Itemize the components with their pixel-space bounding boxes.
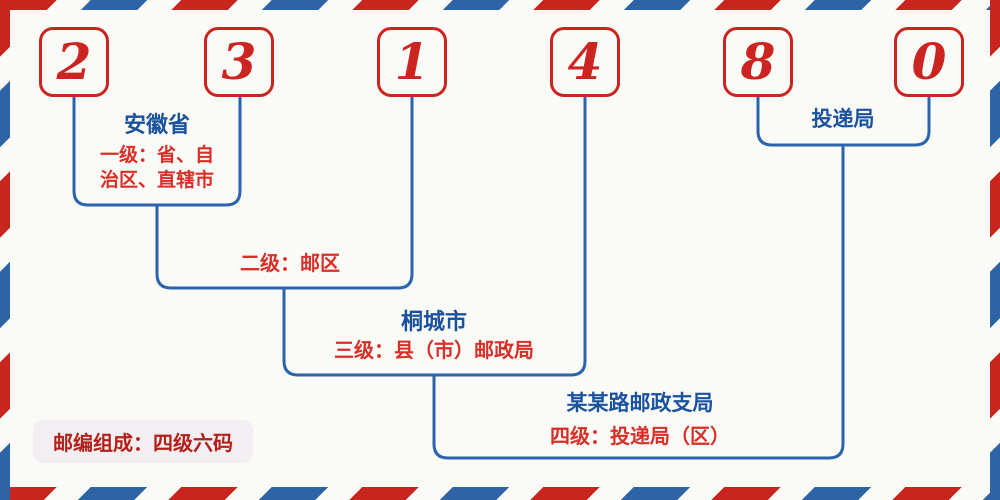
level1-description: 一级：省、自 治区、直辖市 [100,143,214,193]
level1-description-line1: 一级：省、自 [99,145,215,166]
digit-box-6: 0 [894,27,964,97]
bracket-level4 [432,145,845,460]
digit-box-4: 4 [550,27,620,97]
level1-description-line2: 治区、直辖市 [99,170,215,191]
airmail-border-top [0,0,1000,10]
digit-box-5: 8 [723,27,793,97]
digit-box-1: 2 [39,27,109,97]
digit-box-2: 3 [204,27,274,97]
level1-province-name: 安徽省 [123,112,191,137]
bracket-delivery [756,97,931,147]
airmail-border-bottom [0,487,1000,500]
airmail-border-left [0,0,10,500]
airmail-border-right [990,0,1000,500]
delivery-office-label: 投递局 [811,108,875,131]
level2-description: 二级：邮区 [240,253,340,275]
level4-description: 四级：投递局（区） [550,426,730,448]
level3-description: 三级：县（市）邮政局 [334,340,534,362]
composition-badge: 邮编组成：四级六码 [33,420,253,463]
digit-box-3: 1 [377,27,447,97]
level3-city-name: 桐城市 [400,309,468,334]
level4-branch-name: 某某路邮政支局 [566,392,714,415]
